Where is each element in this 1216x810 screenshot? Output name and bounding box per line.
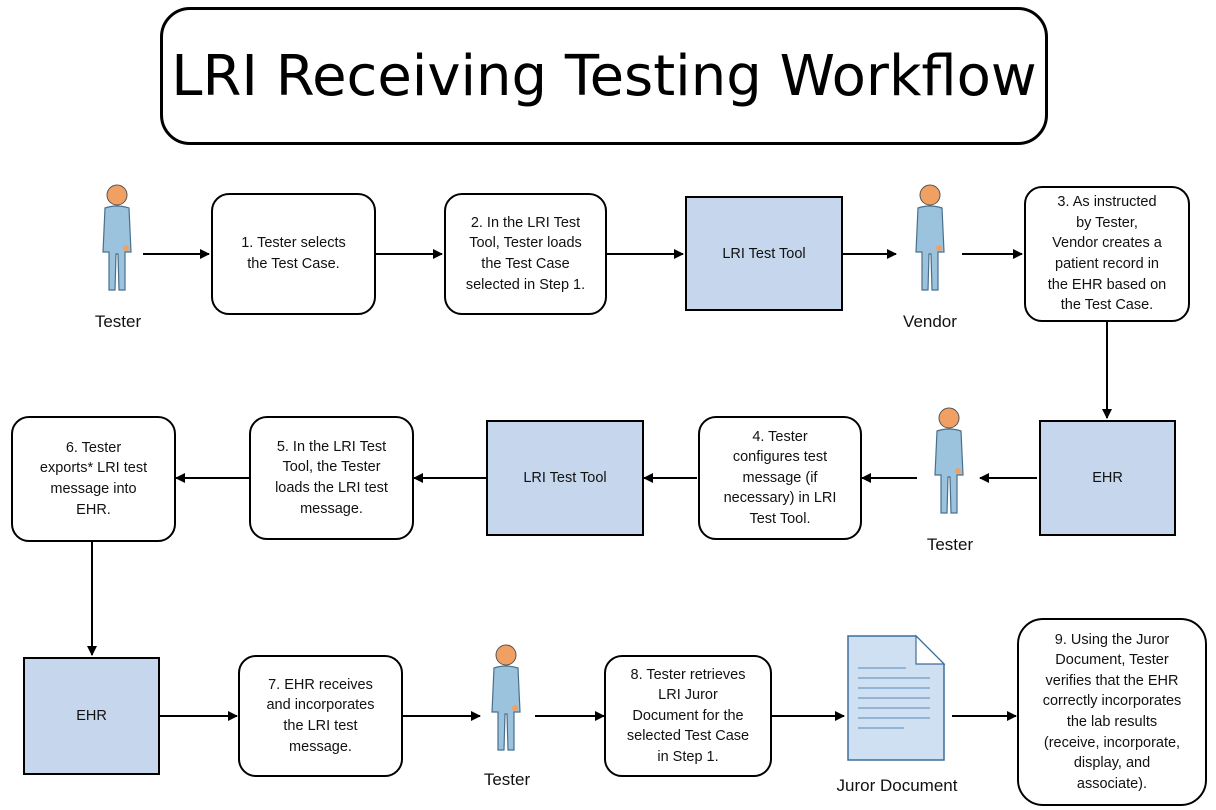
- tester-label: Tester: [483, 770, 531, 789]
- lri-test-tool-box: LRI Test Tool: [685, 196, 843, 311]
- step-4-box: 4. Tester configures test message (if ne…: [698, 416, 862, 540]
- step-2-box: 2. In the LRI Test Tool, Tester loads th…: [444, 193, 607, 315]
- vendor-person-icon: [915, 184, 945, 291]
- step-7-box: 7. EHR receives and incorporates the LRI…: [238, 655, 403, 777]
- lri-test-tool-box: LRI Test Tool: [486, 420, 644, 536]
- title-box: LRI Receiving Testing Workflow: [160, 7, 1048, 145]
- vendor-label: Vendor: [903, 312, 957, 331]
- ehr-box: EHR: [1039, 420, 1176, 536]
- tester-label: Tester: [94, 312, 142, 331]
- document-icon: [847, 634, 946, 761]
- step-9-box: 9. Using the Juror Document, Tester veri…: [1017, 618, 1207, 806]
- step-8-box: 8. Tester retrieves LRI Juror Document f…: [604, 655, 772, 777]
- tester-person-icon: [491, 644, 521, 751]
- juror-document-label: Juror Document: [836, 776, 958, 795]
- diagram-title: LRI Receiving Testing Workflow: [171, 43, 1037, 109]
- tester-person-icon: [934, 407, 964, 514]
- ehr-box: EHR: [23, 657, 160, 775]
- step-1-box: 1. Tester selects the Test Case.: [211, 193, 376, 315]
- step-6-box: 6. Tester exports* LRI test message into…: [11, 416, 176, 542]
- step-5-box: 5. In the LRI Test Tool, the Tester load…: [249, 416, 414, 540]
- step-3-box: 3. As instructed by Tester, Vendor creat…: [1024, 186, 1190, 322]
- tester-label: Tester: [926, 535, 974, 554]
- tester-person-icon: [102, 184, 132, 291]
